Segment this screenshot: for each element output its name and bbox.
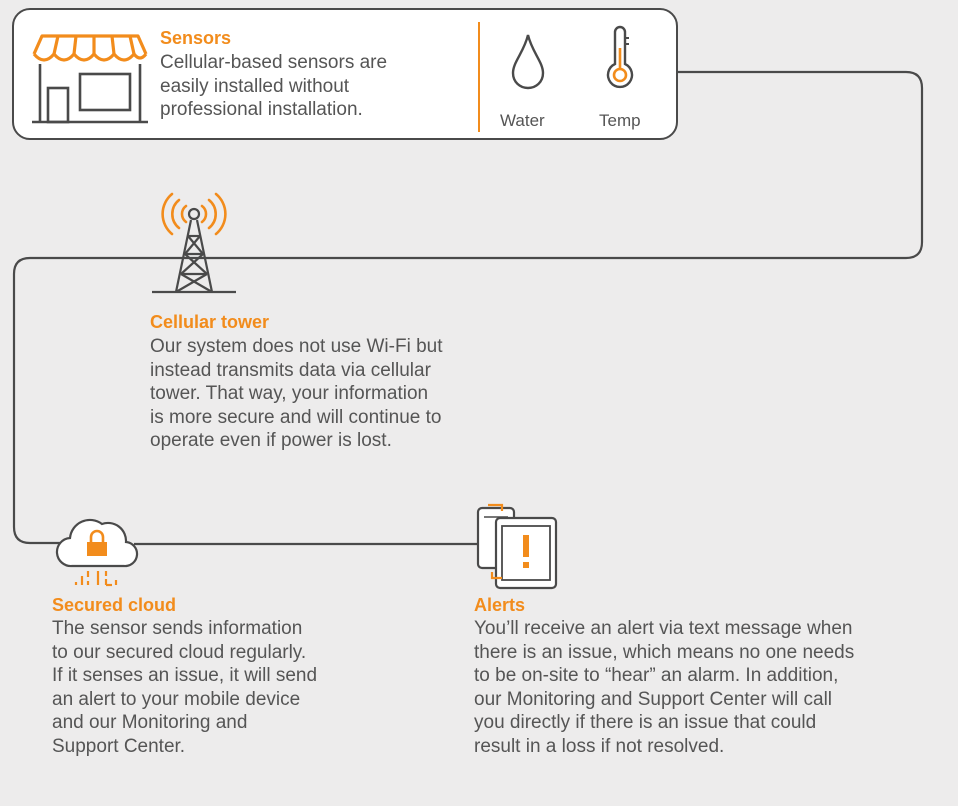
alert-device-icon	[476, 503, 558, 590]
cloud-description: The sensor sends information to our secu…	[52, 618, 318, 757]
water-label: Water	[500, 111, 545, 130]
cloud-lock-icon	[55, 518, 139, 587]
divider	[478, 22, 480, 132]
thermometer-icon	[606, 25, 634, 89]
water-drop-icon	[511, 34, 545, 90]
temp-label: Temp	[599, 111, 641, 130]
alerts-title: Alerts	[474, 595, 526, 615]
sensors-card: Sensors Cellular-based sensors are easil…	[12, 8, 678, 140]
sensors-description: Cellular-based sensors are easily instal…	[160, 52, 388, 120]
cell-tower-icon	[152, 192, 236, 294]
tower-title: Cellular tower	[150, 312, 270, 332]
tower-description: Our system does not use Wi-Fi but instea…	[150, 336, 443, 451]
storefront-icon	[32, 34, 148, 124]
sensors-title: Sensors	[160, 28, 232, 48]
alerts-description: You’ll receive an alert via text message…	[474, 618, 855, 757]
cloud-title: Secured cloud	[52, 595, 177, 615]
